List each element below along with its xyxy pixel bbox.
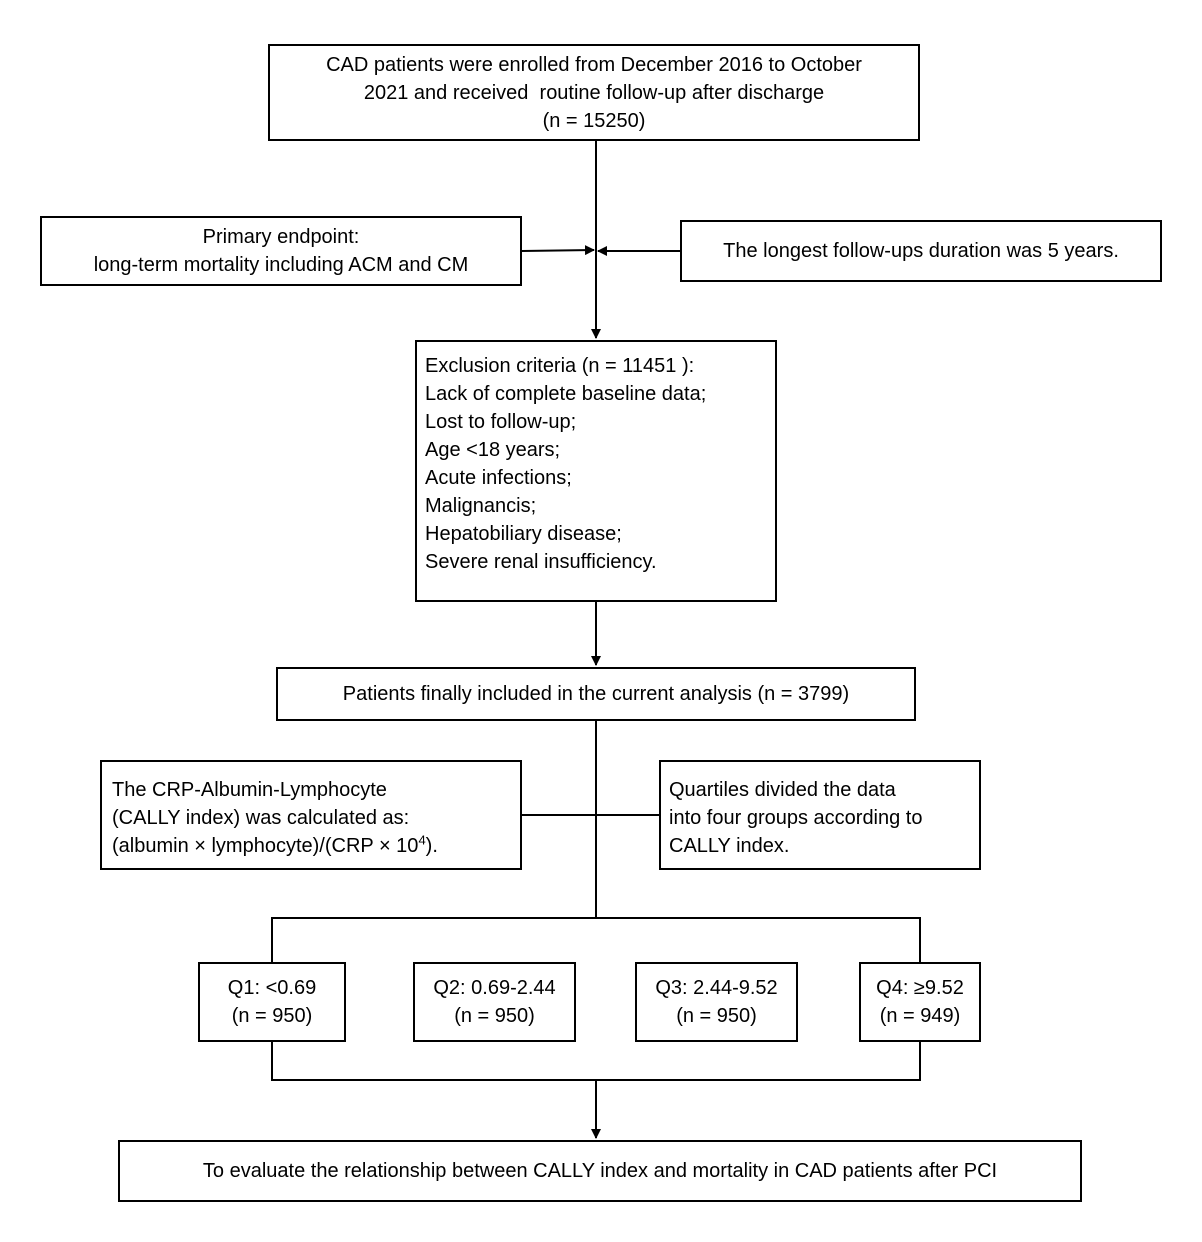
- endpoint-line-2: long-term mortality including ACM and CM: [93, 254, 469, 276]
- group-q4-box: Q4: ≥9.52 (n = 949): [859, 962, 981, 1042]
- exclusion-item: Lack of complete baseline data;: [425, 383, 707, 405]
- cally-line-2: (CALLY index) was calculated as:: [112, 807, 410, 829]
- endpoint-line-1: Primary endpoint:: [202, 226, 360, 248]
- followup-text: The longest follow-ups duration was 5 ye…: [723, 240, 1119, 262]
- cally-line-1: The CRP-Albumin-Lymphocyte: [112, 779, 387, 801]
- quartiles-line-2: into four groups according to: [669, 807, 923, 829]
- cally-formula-main: (albumin × lymphocyte)/(CRP × 10: [112, 835, 419, 857]
- enrollment-box: CAD patients were enrolled from December…: [268, 44, 920, 141]
- cally-formula: (albumin × lymphocyte)/(CRP × 104).: [112, 832, 510, 860]
- cally-formula-exponent: 4: [418, 832, 426, 848]
- line-groups-to-merge: [271, 1042, 921, 1081]
- cally-definition-box: The CRP-Albumin-Lymphocyte (CALLY index)…: [100, 760, 522, 870]
- line-split-to-groups: [271, 917, 921, 962]
- enrollment-line-3: (n = 15250): [542, 109, 646, 132]
- exclusion-item: Age <18 years;: [425, 439, 561, 461]
- group-range: Q3: 2.44-9.52: [655, 977, 778, 999]
- group-count: (n = 950): [676, 1005, 757, 1027]
- primary-endpoint-box: Primary endpoint: long-term mortality in…: [40, 216, 522, 286]
- exclusion-item: Acute infections;: [425, 467, 572, 489]
- exclusion-item: Lost to follow-up;: [425, 411, 577, 433]
- quartiles-line-3: CALLY index.: [669, 835, 790, 857]
- arrow-endpoint-to-trunk: [521, 245, 595, 256]
- exclusion-item: Hepatobiliary disease;: [425, 523, 622, 545]
- group-range: Q4: ≥9.52: [876, 977, 964, 999]
- group-q3-box: Q3: 2.44-9.52 (n = 950): [635, 962, 798, 1042]
- quartiles-line-1: Quartiles divided the data: [669, 779, 896, 801]
- included-text: Patients finally included in the current…: [342, 683, 850, 705]
- group-count: (n = 950): [454, 1005, 535, 1027]
- quartiles-box: Quartiles divided the data into four gro…: [659, 760, 981, 870]
- group-range: Q2: 0.69-2.44: [433, 977, 556, 999]
- exclusion-item: Severe renal insufficiency.: [425, 551, 657, 573]
- exclusion-criteria-box: Exclusion criteria (n = 11451 ): Lack of…: [415, 340, 777, 602]
- enrollment-line-2: 2021 and received routine follow-up afte…: [363, 81, 825, 104]
- exclusion-item: Malignancis;: [425, 495, 537, 517]
- included-patients-box: Patients finally included in the current…: [276, 667, 916, 721]
- evaluation-goal-box: To evaluate the relationship between CAL…: [118, 1140, 1082, 1202]
- evaluation-text: To evaluate the relationship between CAL…: [202, 1160, 998, 1182]
- group-q2-box: Q2: 0.69-2.44 (n = 950): [413, 962, 576, 1042]
- enrollment-line-1: CAD patients were enrolled from December…: [326, 53, 862, 76]
- group-count: (n = 949): [879, 1005, 961, 1027]
- cally-formula-end: ).: [425, 835, 438, 857]
- group-q1-box: Q1: <0.69 (n = 950): [198, 962, 346, 1042]
- group-count: (n = 950): [231, 1005, 313, 1027]
- exclusion-title: Exclusion criteria (n = 11451 ):: [425, 355, 695, 377]
- followup-duration-box: The longest follow-ups duration was 5 ye…: [680, 220, 1162, 282]
- group-range: Q1: <0.69: [227, 977, 317, 999]
